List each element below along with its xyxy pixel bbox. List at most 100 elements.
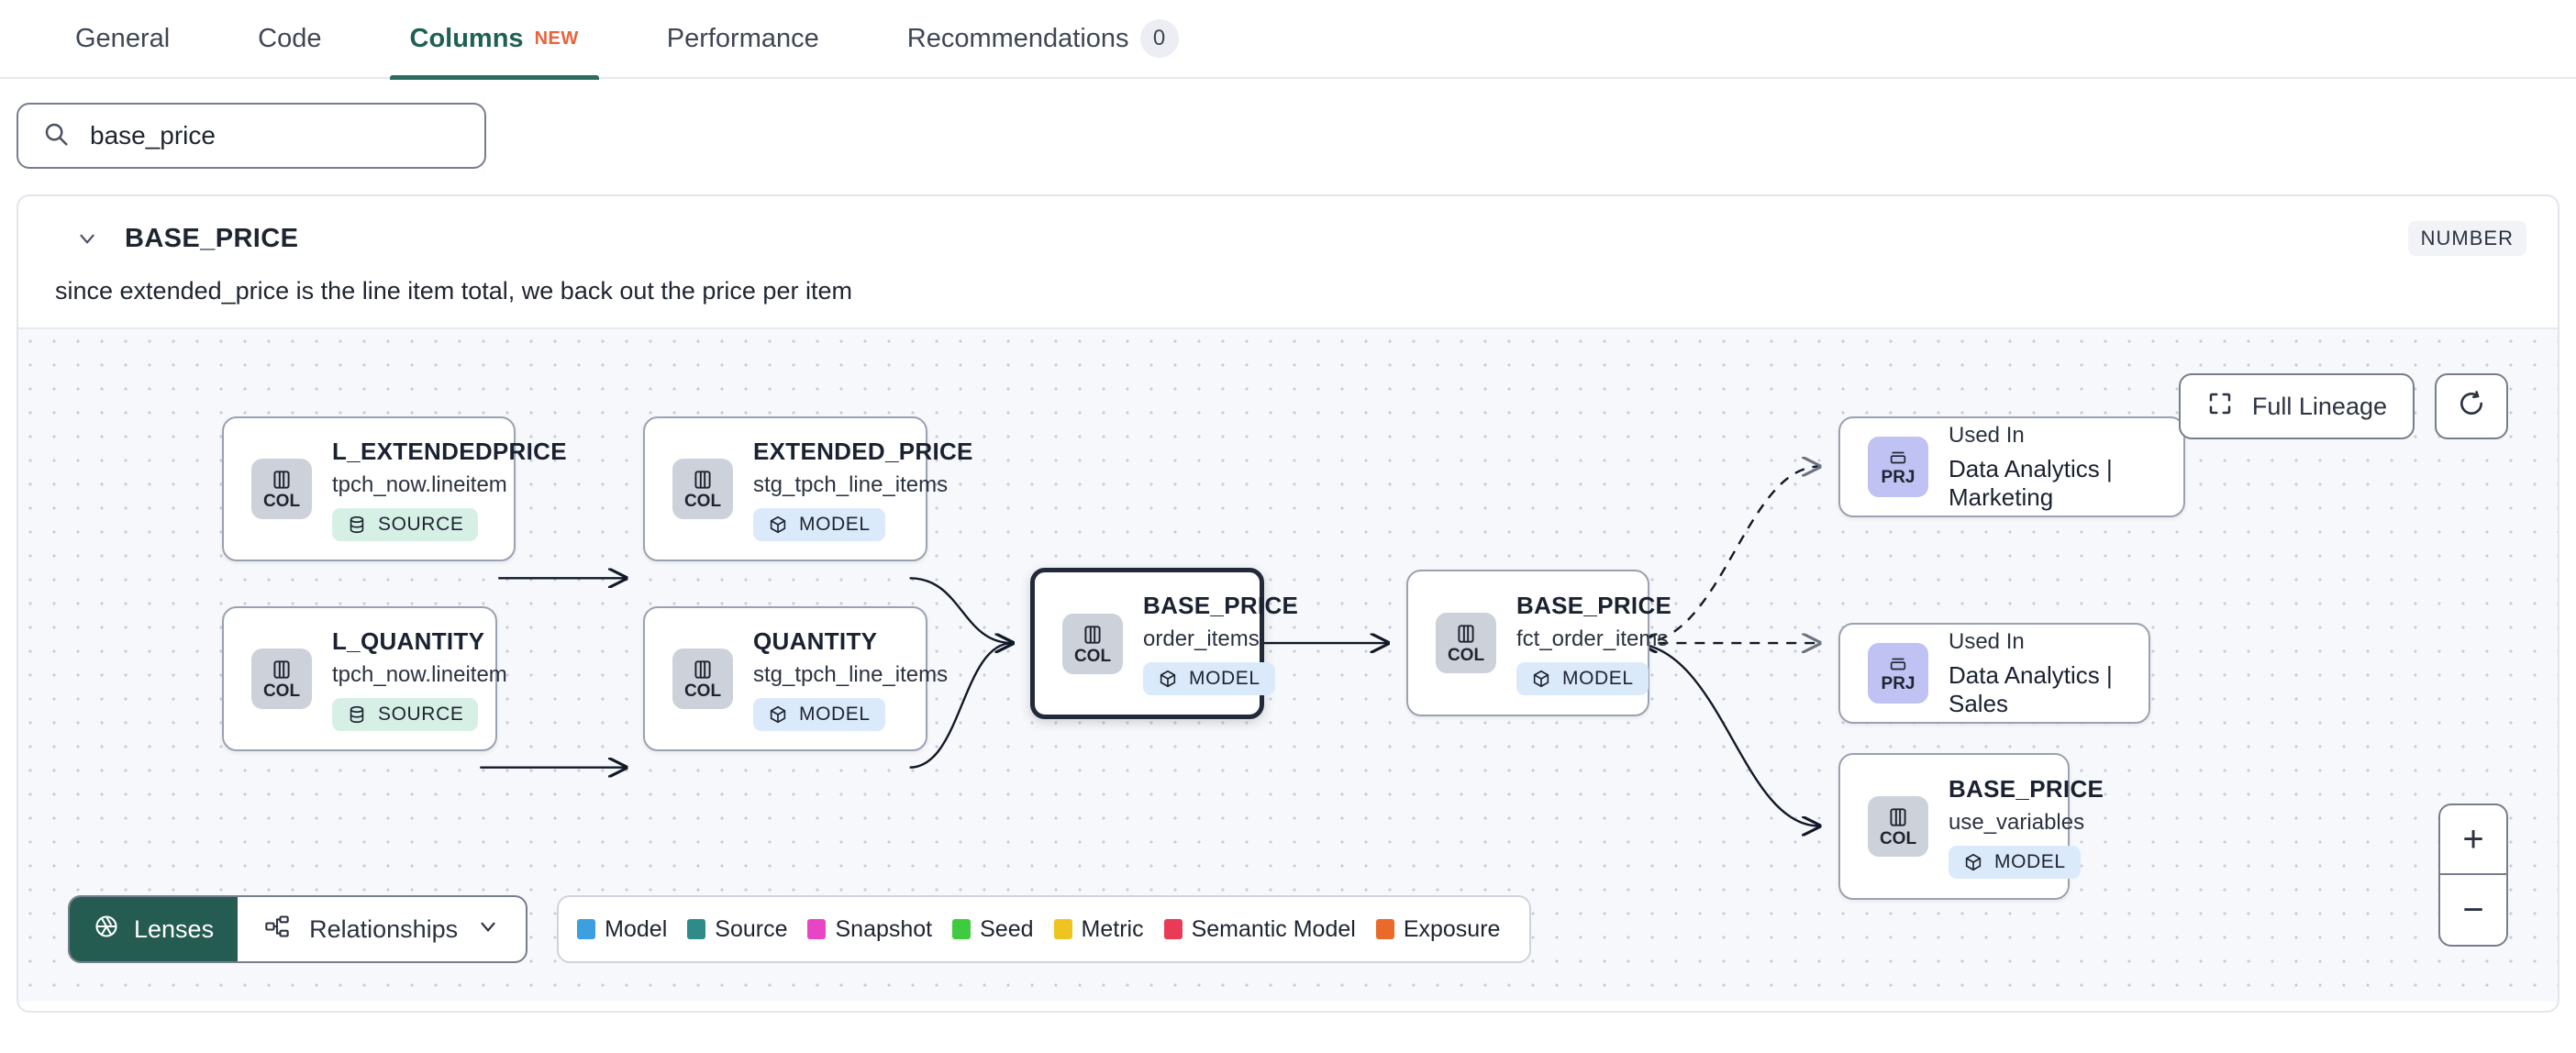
col-badge-label: COL [1447, 646, 1485, 665]
lineage-edges [480, 329, 2558, 1002]
chevron-down-icon[interactable] [75, 227, 99, 250]
lineage-node-l-quantity[interactable]: COL L_QUANTITY tpch_now.lineitem SOURCE [222, 606, 507, 751]
column-name: BASE_PRICE [125, 223, 299, 253]
node-text: BASE_PRICE order_items MODEL [1143, 592, 1298, 695]
column-description: since extended_price is the line item to… [55, 277, 852, 305]
node-subtitle: tpch_now.lineitem [332, 661, 507, 687]
col-type-badge: COL [251, 648, 312, 709]
col-badge-label: COL [262, 682, 301, 701]
lenses-label: Lenses [134, 914, 215, 943]
full-lineage-label: Full Lineage [2251, 392, 2387, 420]
tab-recommendations[interactable]: Recommendations 0 [887, 0, 1199, 78]
node-subtitle: order_items [1143, 626, 1260, 651]
lineage-legend: Model Source Snapshot Seed Metric [557, 895, 1532, 963]
lineage-node-base-price-use-variables[interactable]: COL BASE_PRICE use_variables MODEL [1838, 753, 2104, 900]
search-area [0, 79, 2576, 169]
lineage-node-base-price-order-items[interactable]: COL BASE_PRICE order_items MODEL [1030, 568, 1298, 719]
col-type-badge: COL [1436, 613, 1496, 673]
node-kind-pill: MODEL [753, 507, 885, 541]
refresh-button[interactable] [2435, 373, 2508, 439]
legend-swatch [952, 919, 972, 939]
aperture-icon [94, 914, 119, 946]
tab-label: Recommendations [906, 23, 1129, 53]
node-pill-label: SOURCE [378, 513, 464, 535]
full-lineage-button[interactable]: Full Lineage [2178, 373, 2415, 439]
col-badge-label: COL [1073, 646, 1112, 666]
node-text: Used In Data Analytics | Sales [1949, 629, 2121, 718]
zoom-out-button[interactable]: − [2462, 889, 2484, 930]
node-title: BASE_PRICE [1143, 592, 1299, 619]
col-badge-label: COL [262, 492, 301, 511]
node-pill-label: MODEL [799, 703, 871, 725]
legend-item-exposure: Exposure [1375, 916, 1500, 943]
lineage-node-l-extendedprice[interactable]: COL L_EXTENDEDPRICE tpch_now.lineitem SO… [222, 416, 567, 561]
node-subtitle: stg_tpch_line_items [753, 661, 949, 687]
node-subtitle: stg_tpch_line_items [753, 471, 949, 497]
node-kind-pill: SOURCE [332, 697, 479, 731]
legend-swatch [1053, 919, 1072, 939]
legend-item-model: Model [577, 916, 667, 943]
lineage-node-extended-price[interactable]: COL EXTENDED_PRICE stg_tpch_line_items M… [643, 416, 972, 561]
node-text: Used In Data Analytics | Marketing [1949, 423, 2156, 512]
tab-general[interactable]: General [55, 0, 190, 78]
node-title: EXTENDED_PRICE [753, 437, 973, 465]
node-used-in-label: Used In [1949, 422, 2025, 448]
node-project-name: Data Analytics | Marketing [1949, 454, 2113, 511]
legend-label: Model [605, 915, 668, 942]
zoom-controls: + − [2438, 804, 2508, 947]
legend-swatch [807, 919, 827, 939]
node-text: L_QUANTITY tpch_now.lineitem SOURCE [332, 627, 507, 731]
tab-label: Performance [666, 23, 819, 53]
tab-bar: General Code Columns NEW Performance Rec… [0, 0, 2576, 80]
expand-icon [2206, 390, 2234, 424]
node-kind-pill: MODEL [1516, 661, 1649, 695]
zoom-in-button[interactable]: + [2440, 805, 2506, 875]
lineage-node-base-price-fct-order-items[interactable]: COL BASE_PRICE fct_order_items MODEL [1406, 570, 1671, 716]
lineage-node-quantity[interactable]: COL QUANTITY stg_tpch_line_items MODEL [643, 606, 948, 751]
node-kind-pill: MODEL [1143, 662, 1275, 695]
node-title: L_EXTENDEDPRICE [332, 437, 567, 465]
node-text: EXTENDED_PRICE stg_tpch_line_items MODEL [753, 438, 973, 541]
node-pill-label: MODEL [1994, 850, 2066, 872]
node-pill-label: MODEL [1189, 668, 1260, 689]
node-kind-pill: SOURCE [332, 507, 479, 541]
relationships-button[interactable]: Relationships [238, 897, 526, 961]
column-type-badge: NUMBER [2407, 221, 2526, 256]
lineage-node-project-marketing[interactable]: PRJ Used In Data Analytics | Marketing [1838, 416, 2185, 517]
tab-code[interactable]: Code [238, 0, 341, 78]
lineage-canvas[interactable]: COL L_EXTENDEDPRICE tpch_now.lineitem SO… [18, 327, 2558, 1002]
node-subtitle: fct_order_items [1516, 626, 1669, 651]
legend-swatch [1163, 919, 1183, 939]
canvas-bottom-controls: Lenses Relationships [68, 895, 1532, 963]
lenses-button[interactable]: Lenses [70, 897, 239, 961]
lenses-relationships-group: Lenses Relationships [68, 895, 528, 963]
legend-swatch [577, 919, 596, 939]
canvas-toolbar: Full Lineage [2178, 373, 2508, 439]
col-type-badge: COL [1062, 613, 1123, 674]
node-pill-label: MODEL [799, 513, 871, 535]
refresh-icon [2457, 389, 2486, 425]
node-title: L_QUANTITY [332, 626, 485, 655]
tab-performance[interactable]: Performance [647, 0, 839, 78]
legend-item-metric: Metric [1053, 916, 1144, 943]
col-badge-label: COL [683, 492, 722, 511]
node-project-name: Data Analytics | Sales [1949, 660, 2113, 717]
col-badge-label: COL [1879, 829, 1917, 848]
legend-swatch [1375, 919, 1394, 939]
node-text: BASE_PRICE fct_order_items MODEL [1516, 592, 1671, 695]
column-header: BASE_PRICE NUMBER [18, 196, 2558, 257]
search-icon [42, 120, 70, 152]
tab-columns[interactable]: Columns NEW [389, 0, 599, 80]
relationships-label: Relationships [309, 914, 459, 943]
legend-label: Source [715, 915, 788, 942]
search-input[interactable] [88, 120, 461, 151]
recommendations-count-badge: 0 [1139, 19, 1179, 58]
project-badge-label: PRJ [1881, 468, 1915, 487]
lineage-node-project-sales[interactable]: PRJ Used In Data Analytics | Sales [1838, 623, 2150, 724]
tab-label: General [75, 23, 171, 53]
tab-label: Code [258, 23, 322, 53]
node-used-in-label: Used In [1949, 628, 2025, 654]
project-type-badge: PRJ [1868, 437, 1928, 497]
search-box[interactable] [17, 103, 486, 169]
node-title: BASE_PRICE [1516, 591, 1672, 619]
